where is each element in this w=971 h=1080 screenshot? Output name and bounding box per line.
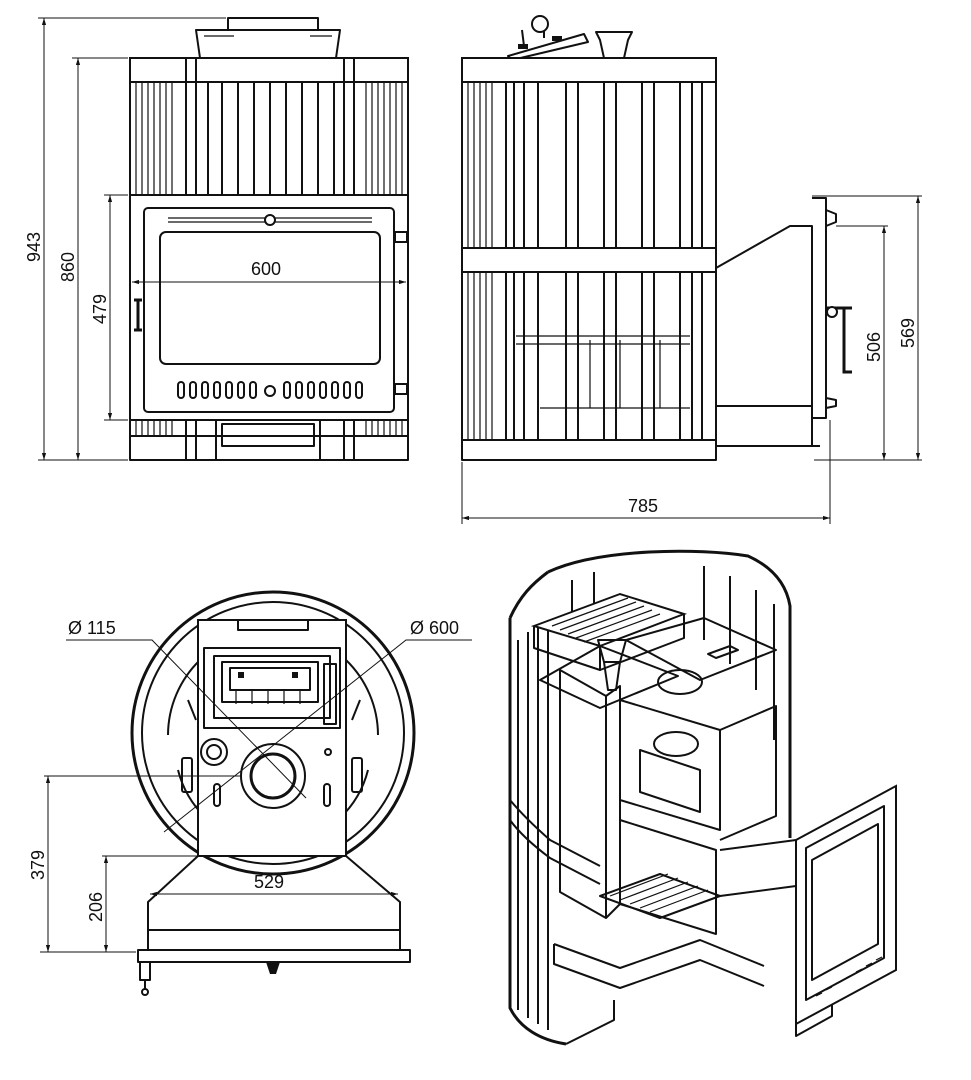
front-view <box>38 17 409 461</box>
door-vent-slots <box>177 381 363 399</box>
front-grille <box>129 58 409 195</box>
dim-door-height: 479 <box>90 294 110 324</box>
dim-door-width: 600 <box>251 259 281 279</box>
dim-tunnel-width: 529 <box>254 872 284 892</box>
dim-tunnel-depth: 206 <box>86 892 106 922</box>
dim-depth: 785 <box>628 496 658 516</box>
dim-flue-offset: 379 <box>28 850 48 880</box>
dim-flue-diameter: Ø 115 <box>68 618 116 638</box>
dim-total-height: 943 <box>24 232 44 262</box>
dim-tunnel-inner: 506 <box>864 332 884 362</box>
dim-outer-diameter: Ø 600 <box>410 618 459 638</box>
isometric-cutaway <box>508 549 897 1046</box>
side-view <box>461 15 922 524</box>
dim-body-height: 860 <box>58 252 78 282</box>
dim-tunnel-height: 569 <box>898 318 918 348</box>
top-view <box>40 590 472 996</box>
